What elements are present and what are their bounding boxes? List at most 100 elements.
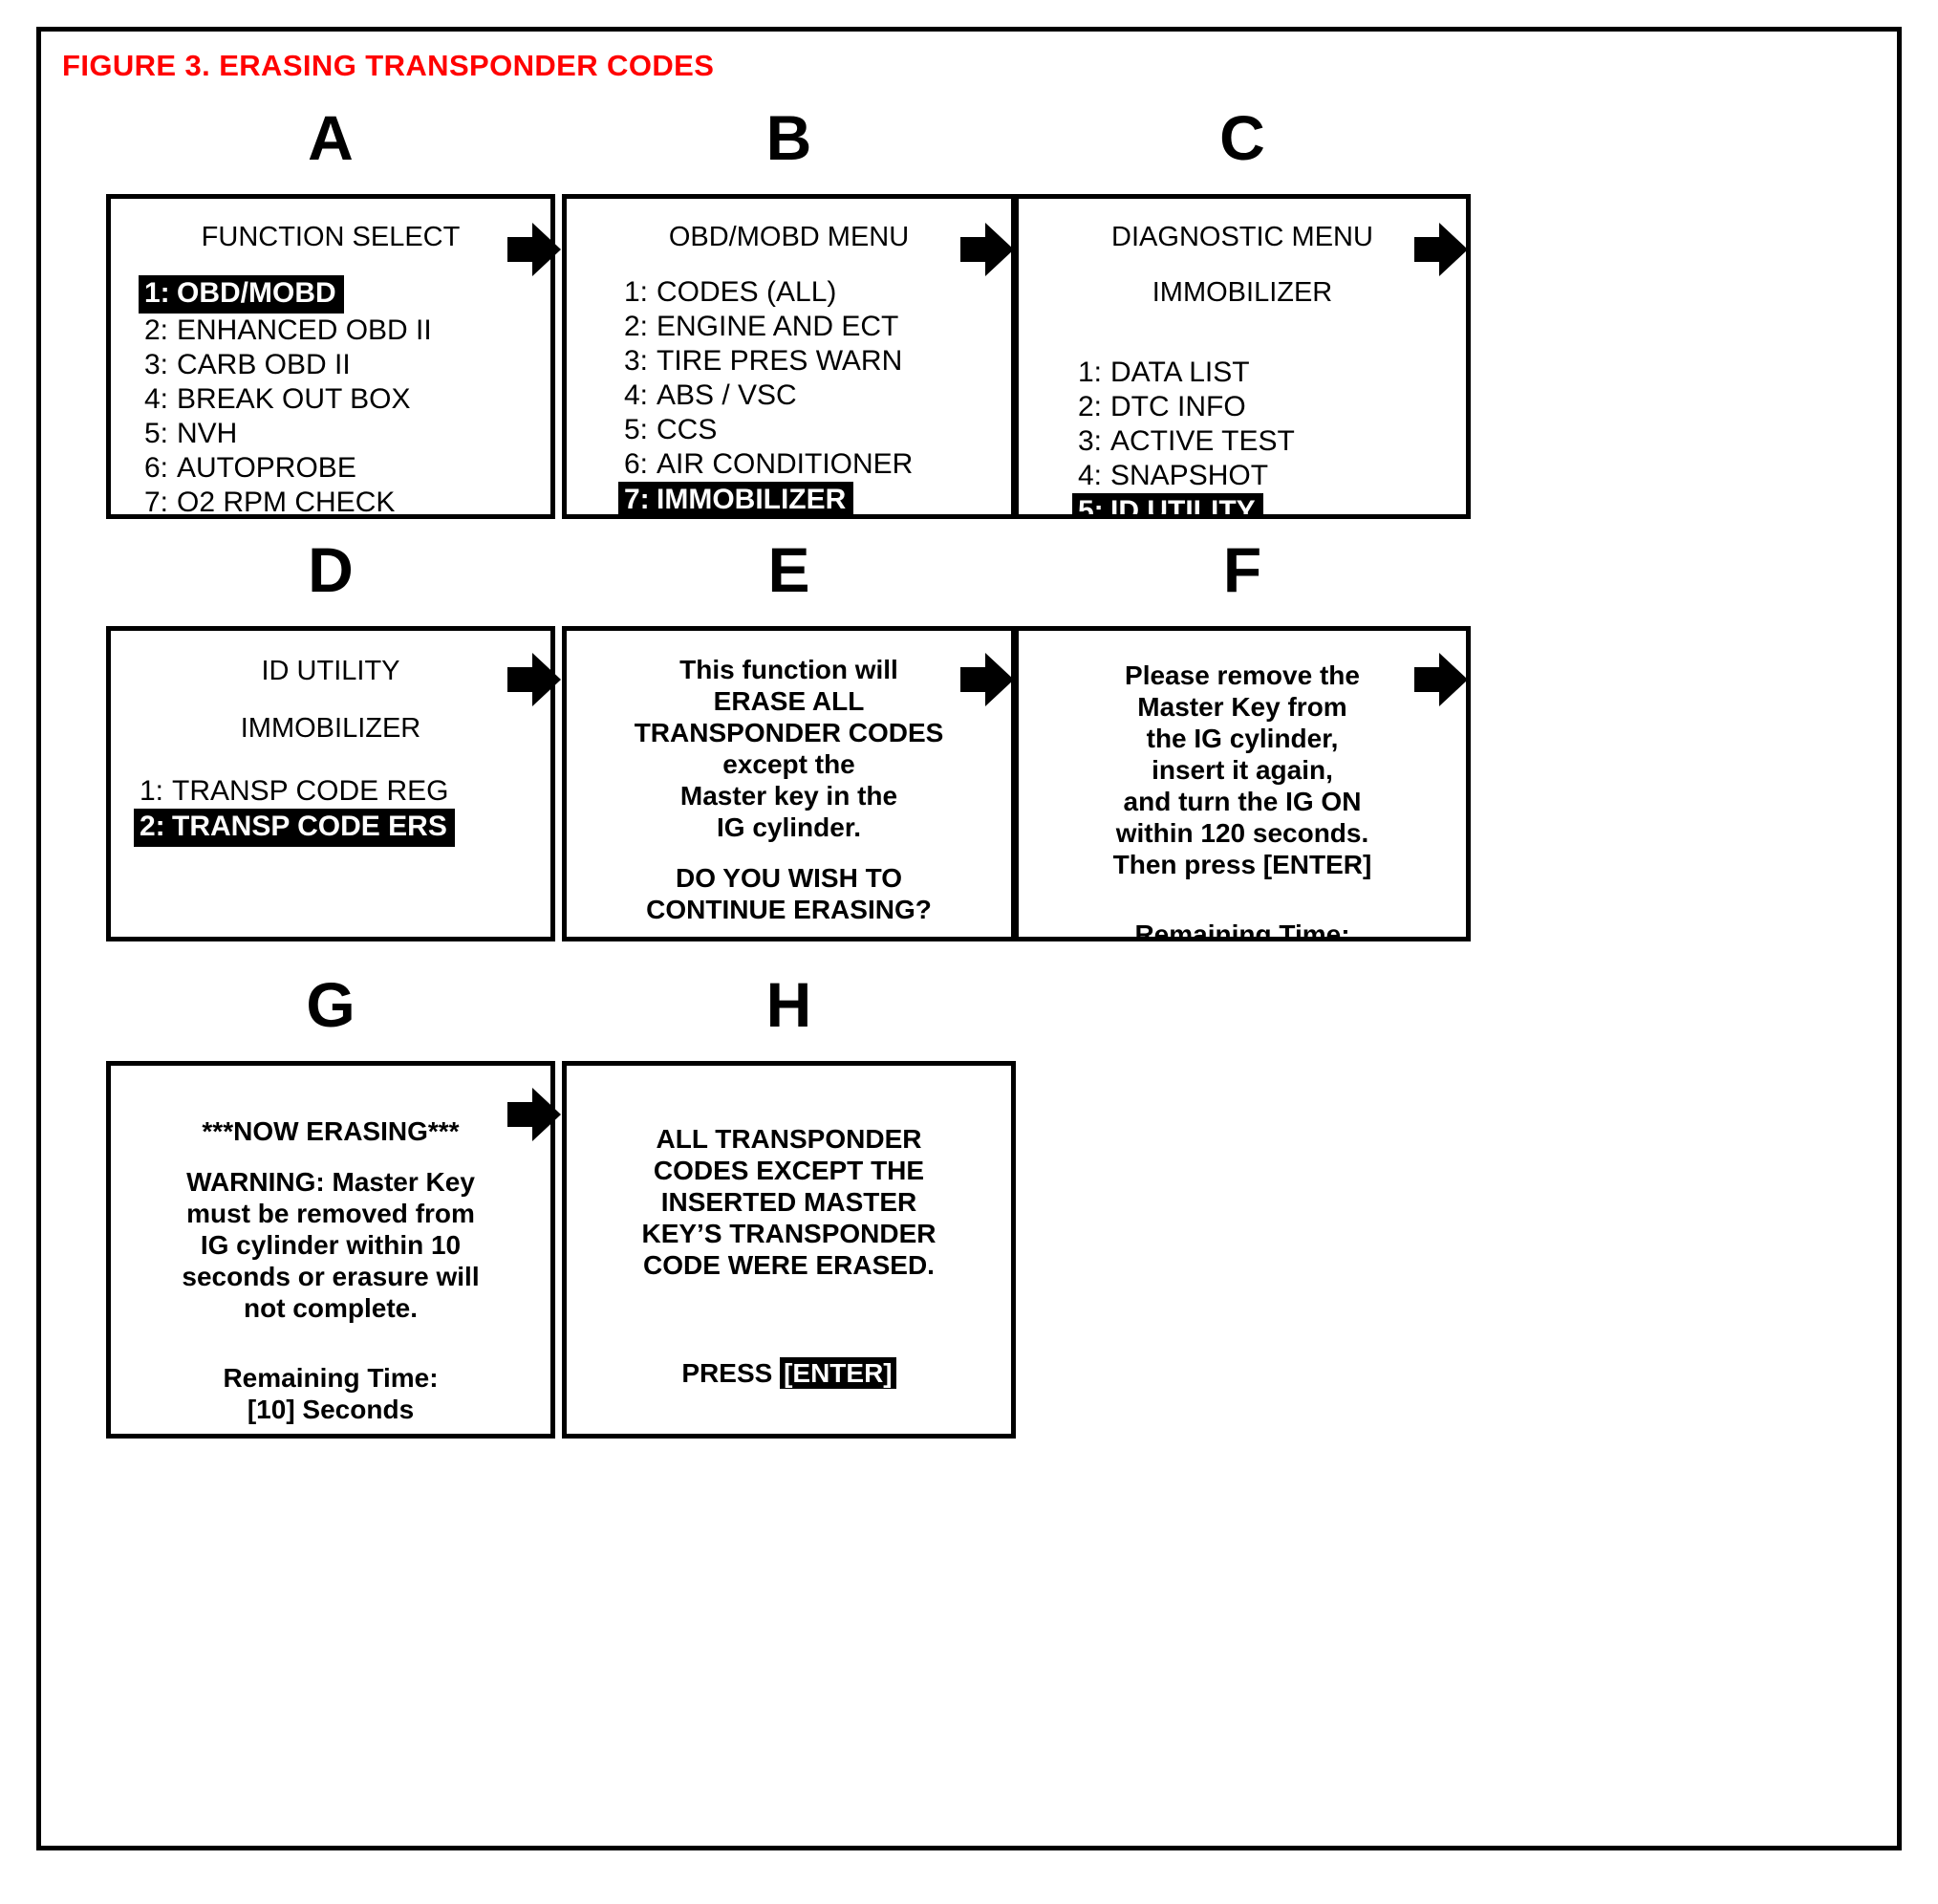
menu-item-number: 1:: [624, 276, 649, 308]
menu-item-active-test[interactable]: 3:ACTIVE TEST: [1078, 424, 1295, 459]
menu-item-tire-pres-warn[interactable]: 3:TIRE PRES WARN: [624, 344, 902, 379]
remaining-time-value: [10] Seconds: [247, 1395, 415, 1424]
menu-item-number: 5:: [624, 414, 649, 445]
message-line: Then press [ENTER]: [1112, 850, 1372, 879]
menu-item-number: 7:: [624, 484, 650, 515]
enter-button[interactable]: [ENTER]: [780, 1357, 896, 1389]
panel-letter-a: A: [308, 102, 354, 173]
menu-item-number: 1:: [144, 277, 170, 309]
screen-erase-complete: ALL TRANSPONDER CODES EXCEPT THE INSERTE…: [562, 1061, 1016, 1439]
screen-id-utility: ID UTILITY IMMOBILIZER 1:TRANSP CODE REG…: [106, 626, 555, 941]
menu-item-number: 4:: [624, 379, 649, 411]
message-line: Please remove the: [1125, 660, 1360, 690]
menu-item-break-out-box[interactable]: 4:BREAK OUT BOX: [144, 382, 411, 417]
message-line: except the: [722, 749, 855, 779]
panel-letter-e: E: [767, 534, 810, 605]
arrow-shaft: [507, 667, 536, 692]
menu-item-autoprobe[interactable]: 6:AUTOPROBE: [144, 451, 356, 486]
screen-now-erasing: ***NOW ERASING*** WARNING: Master Key mu…: [106, 1061, 555, 1439]
menu-item-obd-mobd[interactable]: 1:OBD/MOBD: [139, 275, 344, 314]
arrow-head: [532, 653, 561, 706]
message-line: CODE WERE ERASED.: [643, 1250, 935, 1280]
menu-item-transp-code-ers[interactable]: 2:TRANSP CODE ERS: [134, 809, 455, 847]
menu-item-abs-vsc[interactable]: 4:ABS / VSC: [624, 379, 797, 413]
menu-item-number: 2:: [144, 314, 169, 346]
arrow-head: [1439, 223, 1468, 276]
warning-line: WARNING: Master Key: [186, 1167, 475, 1197]
menu-item-id-utility[interactable]: 5:ID UTILITY: [1072, 493, 1263, 519]
menu-item-label: TIRE PRES WARN: [657, 345, 903, 377]
warning-line: seconds or erasure will: [182, 1262, 480, 1291]
menu-item-number: 4:: [1078, 460, 1103, 491]
message-line: KEY’S TRANSPONDER: [641, 1219, 937, 1248]
screen-diagnostic-menu: DIAGNOSTIC MENU IMMOBILIZER 1:DATA LIST …: [1014, 194, 1471, 519]
menu-item-number: 2:: [1078, 391, 1103, 422]
message-line: TRANSPONDER CODES: [634, 718, 944, 747]
panel-letter-c: C: [1219, 102, 1265, 173]
menu-item-enhanced-obd-ii[interactable]: 2:ENHANCED OBD II: [144, 314, 432, 348]
message-gap: [567, 843, 1011, 862]
menu-item-label: ENGINE AND ECT: [657, 311, 899, 342]
menu-list-d: 1:TRANSP CODE REG 2:TRANSP CODE ERS 9:TR…: [134, 774, 550, 937]
menu-item-label: OBD/MOBD: [177, 277, 336, 309]
menu-item-nvh[interactable]: 5:NVH: [144, 417, 237, 451]
warning-line: IG cylinder within 10: [200, 1230, 462, 1260]
menu-item-label: BREAK OUT BOX: [177, 383, 411, 415]
menu-item-dtc-info[interactable]: 2:DTC INFO: [1078, 390, 1246, 424]
message-gap: [111, 1147, 550, 1166]
menu-item-number: 6:: [624, 448, 649, 480]
panel-letter-b: B: [765, 102, 812, 173]
message-gap: [1019, 899, 1466, 919]
menu-item-label: AUTOPROBE: [177, 452, 356, 484]
screen-remove-key-instruction: Please remove the Master Key from the IG…: [1014, 626, 1471, 941]
menu-item-number: 1:: [1078, 357, 1103, 388]
menu-item-snapshot[interactable]: 4:SNAPSHOT: [1078, 459, 1268, 493]
erase-confirm-message: This function will ERASE ALL TRANSPONDER…: [567, 654, 1011, 937]
arrow-shaft: [1414, 237, 1443, 262]
question-line: DO YOU WISH TO: [676, 863, 902, 893]
message-line: This function will: [679, 655, 898, 684]
message-line: IG cylinder.: [717, 812, 861, 842]
menu-item-o2-rpm-check[interactable]: 7:O2 RPM CHECK: [144, 486, 395, 514]
remaining-time-label: Remaining Time:: [223, 1363, 439, 1393]
message-gap: [111, 1343, 550, 1362]
menu-item-number: 3:: [624, 345, 649, 377]
erase-complete-message: ALL TRANSPONDER CODES EXCEPT THE INSERTE…: [567, 1123, 1011, 1389]
menu-item-label: DTC INFO: [1110, 391, 1246, 422]
menu-item-codes-all[interactable]: 1:CODES (ALL): [624, 275, 836, 310]
message-line: INSERTED MASTER: [660, 1187, 917, 1217]
menu-item-air-conditioner[interactable]: 6:AIR CONDITIONER: [624, 447, 913, 482]
panel-letter-d: D: [308, 534, 354, 605]
menu-item-immobilizer[interactable]: 7:IMMOBILIZER: [618, 482, 854, 515]
menu-item-number: 2:: [140, 811, 165, 842]
menu-item-label: ACTIVE TEST: [1110, 425, 1295, 457]
menu-item-label: CARB OBD II: [177, 349, 351, 380]
menu-item-label: CODES (ALL): [657, 276, 837, 308]
menu-item-label: SNAPSHOT: [1110, 460, 1269, 491]
menu-item-ccs[interactable]: 5: CCS: [624, 413, 717, 447]
menu-item-number: 3:: [144, 349, 169, 380]
message-gap: [111, 1324, 550, 1343]
message-gap: [1019, 880, 1466, 899]
menu-item-number: 5:: [1078, 495, 1104, 519]
menu-item-data-list[interactable]: 1:DATA LIST: [1078, 356, 1250, 390]
menu-list-a: 1:OBD/MOBD 2:ENHANCED OBD II 3: CARB OBD …: [139, 275, 550, 514]
menu-item-engine-and-ect[interactable]: 2: ENGINE AND ECT: [624, 310, 898, 344]
menu-item-carb-obd-ii[interactable]: 3: CARB OBD II: [144, 348, 351, 382]
menu-item-number: 2:: [624, 311, 649, 342]
arrow-right-icon: [507, 1088, 561, 1141]
arrow-right-icon: [507, 653, 561, 706]
arrow-head: [532, 223, 561, 276]
screen-obd-mobd-menu: OBD/MOBD MENU 1:CODES (ALL) 2:ENGINE AND…: [562, 194, 1016, 519]
screen-title-d: ID UTILITY: [261, 656, 400, 686]
menu-item-transp-code-reg[interactable]: 1:TRANSP CODE REG: [140, 774, 449, 809]
arrow-shaft: [507, 237, 536, 262]
arrow-shaft: [1414, 667, 1443, 692]
warning-line: must be removed from: [186, 1199, 475, 1228]
screen-subtitle-c: IMMOBILIZER: [1152, 277, 1333, 308]
menu-item-label: CCS: [657, 414, 718, 445]
arrow-head: [1439, 653, 1468, 706]
arrow-right-icon: [960, 223, 1014, 276]
message-line: ERASE ALL: [713, 686, 865, 716]
question-line: CONTINUE ERASING?: [646, 895, 932, 924]
